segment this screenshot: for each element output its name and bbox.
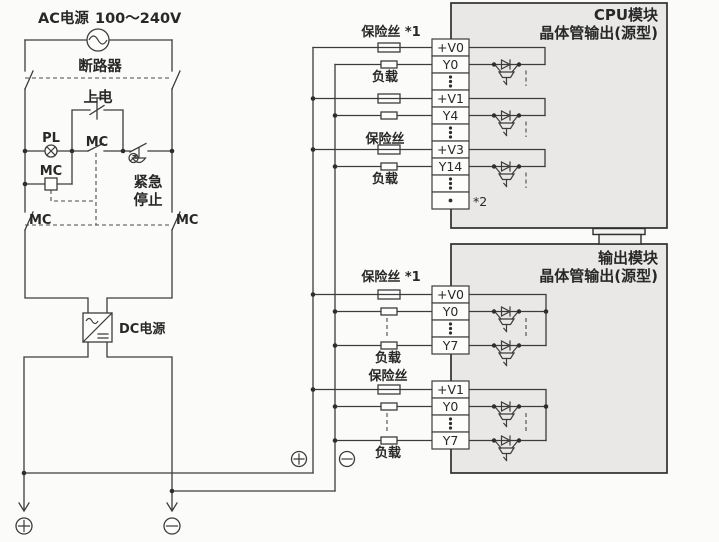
ac-source-label: AC电源: [38, 9, 89, 27]
estop-label-line2: 停止: [134, 191, 163, 209]
dc-supply-label: DC电源: [119, 321, 165, 337]
cpu-terminal-strip: +V0 Y0 +V1 Y4 +V3 Y14: [431, 38, 470, 210]
minus-terminal-icon: [163, 517, 181, 535]
output-terminal-strip-2: +V1 Y0 Y7: [431, 380, 470, 450]
output-load-label-1: 负载: [375, 350, 401, 366]
ellipsis-dots-icon: [448, 322, 453, 335]
estop-label-line1: 紧急: [134, 173, 163, 191]
output-module-subtitle: 晶体管输出(源型): [539, 267, 658, 285]
terminal-label: Y0: [442, 399, 459, 414]
terminal-label: Y14: [438, 159, 463, 174]
cpu-fuse-label-2: 保险丝: [364, 131, 404, 147]
terminal-label: +V0: [437, 287, 464, 302]
mc-aux-contact-label: MC: [86, 135, 108, 150]
output-module-box: [450, 243, 668, 474]
dashed-links: [25, 70, 527, 433]
cpu-fuse-label-1: 保险丝 *1: [360, 24, 420, 40]
ac-voltage-range: 100〜240V: [95, 11, 182, 27]
mc-main-right-label: MC: [176, 213, 198, 228]
ellipsis-dots-icon: [448, 126, 453, 139]
module-bus-connector-icon: [592, 227, 646, 245]
ellipsis-dots-icon: [448, 75, 453, 88]
estop-button-icon: [128, 147, 147, 164]
junction-dots: [21, 96, 549, 494]
cpu-module-subtitle: 晶体管输出(源型): [539, 24, 658, 42]
fuse-icons: [377, 42, 401, 395]
terminal-label: +V3: [437, 142, 464, 157]
terminal-label: +V0: [437, 40, 464, 55]
spare-terminal-dot-icon: [448, 198, 453, 203]
plus-terminal-icon: [15, 517, 33, 535]
terminal-label: Y0: [442, 304, 459, 319]
output-load-label-2: 负载: [375, 445, 401, 461]
cpu-load-label-1: 负载: [372, 69, 398, 85]
down-arrow-icon: [166, 502, 178, 513]
plus-bus-icon: [290, 450, 308, 468]
mc-coil-label: MC: [40, 164, 62, 179]
output-terminal-strip-1: +V0 Y0 Y7: [431, 285, 470, 355]
terminal-label: +V1: [437, 382, 464, 397]
pilot-lamp-label: PL: [42, 131, 60, 146]
down-arrow-icon: [18, 502, 30, 513]
cpu-load-label-2: 负载: [372, 171, 398, 187]
breaker-label: 断路器: [78, 57, 122, 75]
terminal-label: Y7: [442, 338, 459, 353]
terminal-label: +V1: [437, 91, 464, 106]
mc-coil-icon: [44, 177, 58, 191]
wires: [18, 39, 547, 513]
mc-main-left-label: MC: [29, 213, 51, 228]
terminal-label: Y7: [442, 433, 459, 448]
terminal-label: Y4: [442, 108, 459, 123]
pilot-lamp-icon: [44, 144, 58, 158]
cpu-module-title: CPU模块: [594, 6, 659, 24]
minus-bus-icon: [338, 450, 356, 468]
ellipsis-dots-icon: [448, 417, 453, 430]
output-module-title: 输出模块: [598, 249, 659, 267]
power-on-label: 上电: [84, 88, 113, 106]
dc-supply-icon: [82, 312, 113, 343]
ellipsis-dots-icon: [448, 177, 453, 190]
cpu-note: *2: [473, 194, 487, 209]
output-fuse-label-2: 保险丝: [367, 368, 407, 384]
load-icons: [380, 60, 398, 445]
terminal-label: Y0: [442, 57, 459, 72]
output-fuse-label-1: 保险丝 *1: [360, 269, 420, 285]
ac-source-icon: [86, 28, 110, 52]
